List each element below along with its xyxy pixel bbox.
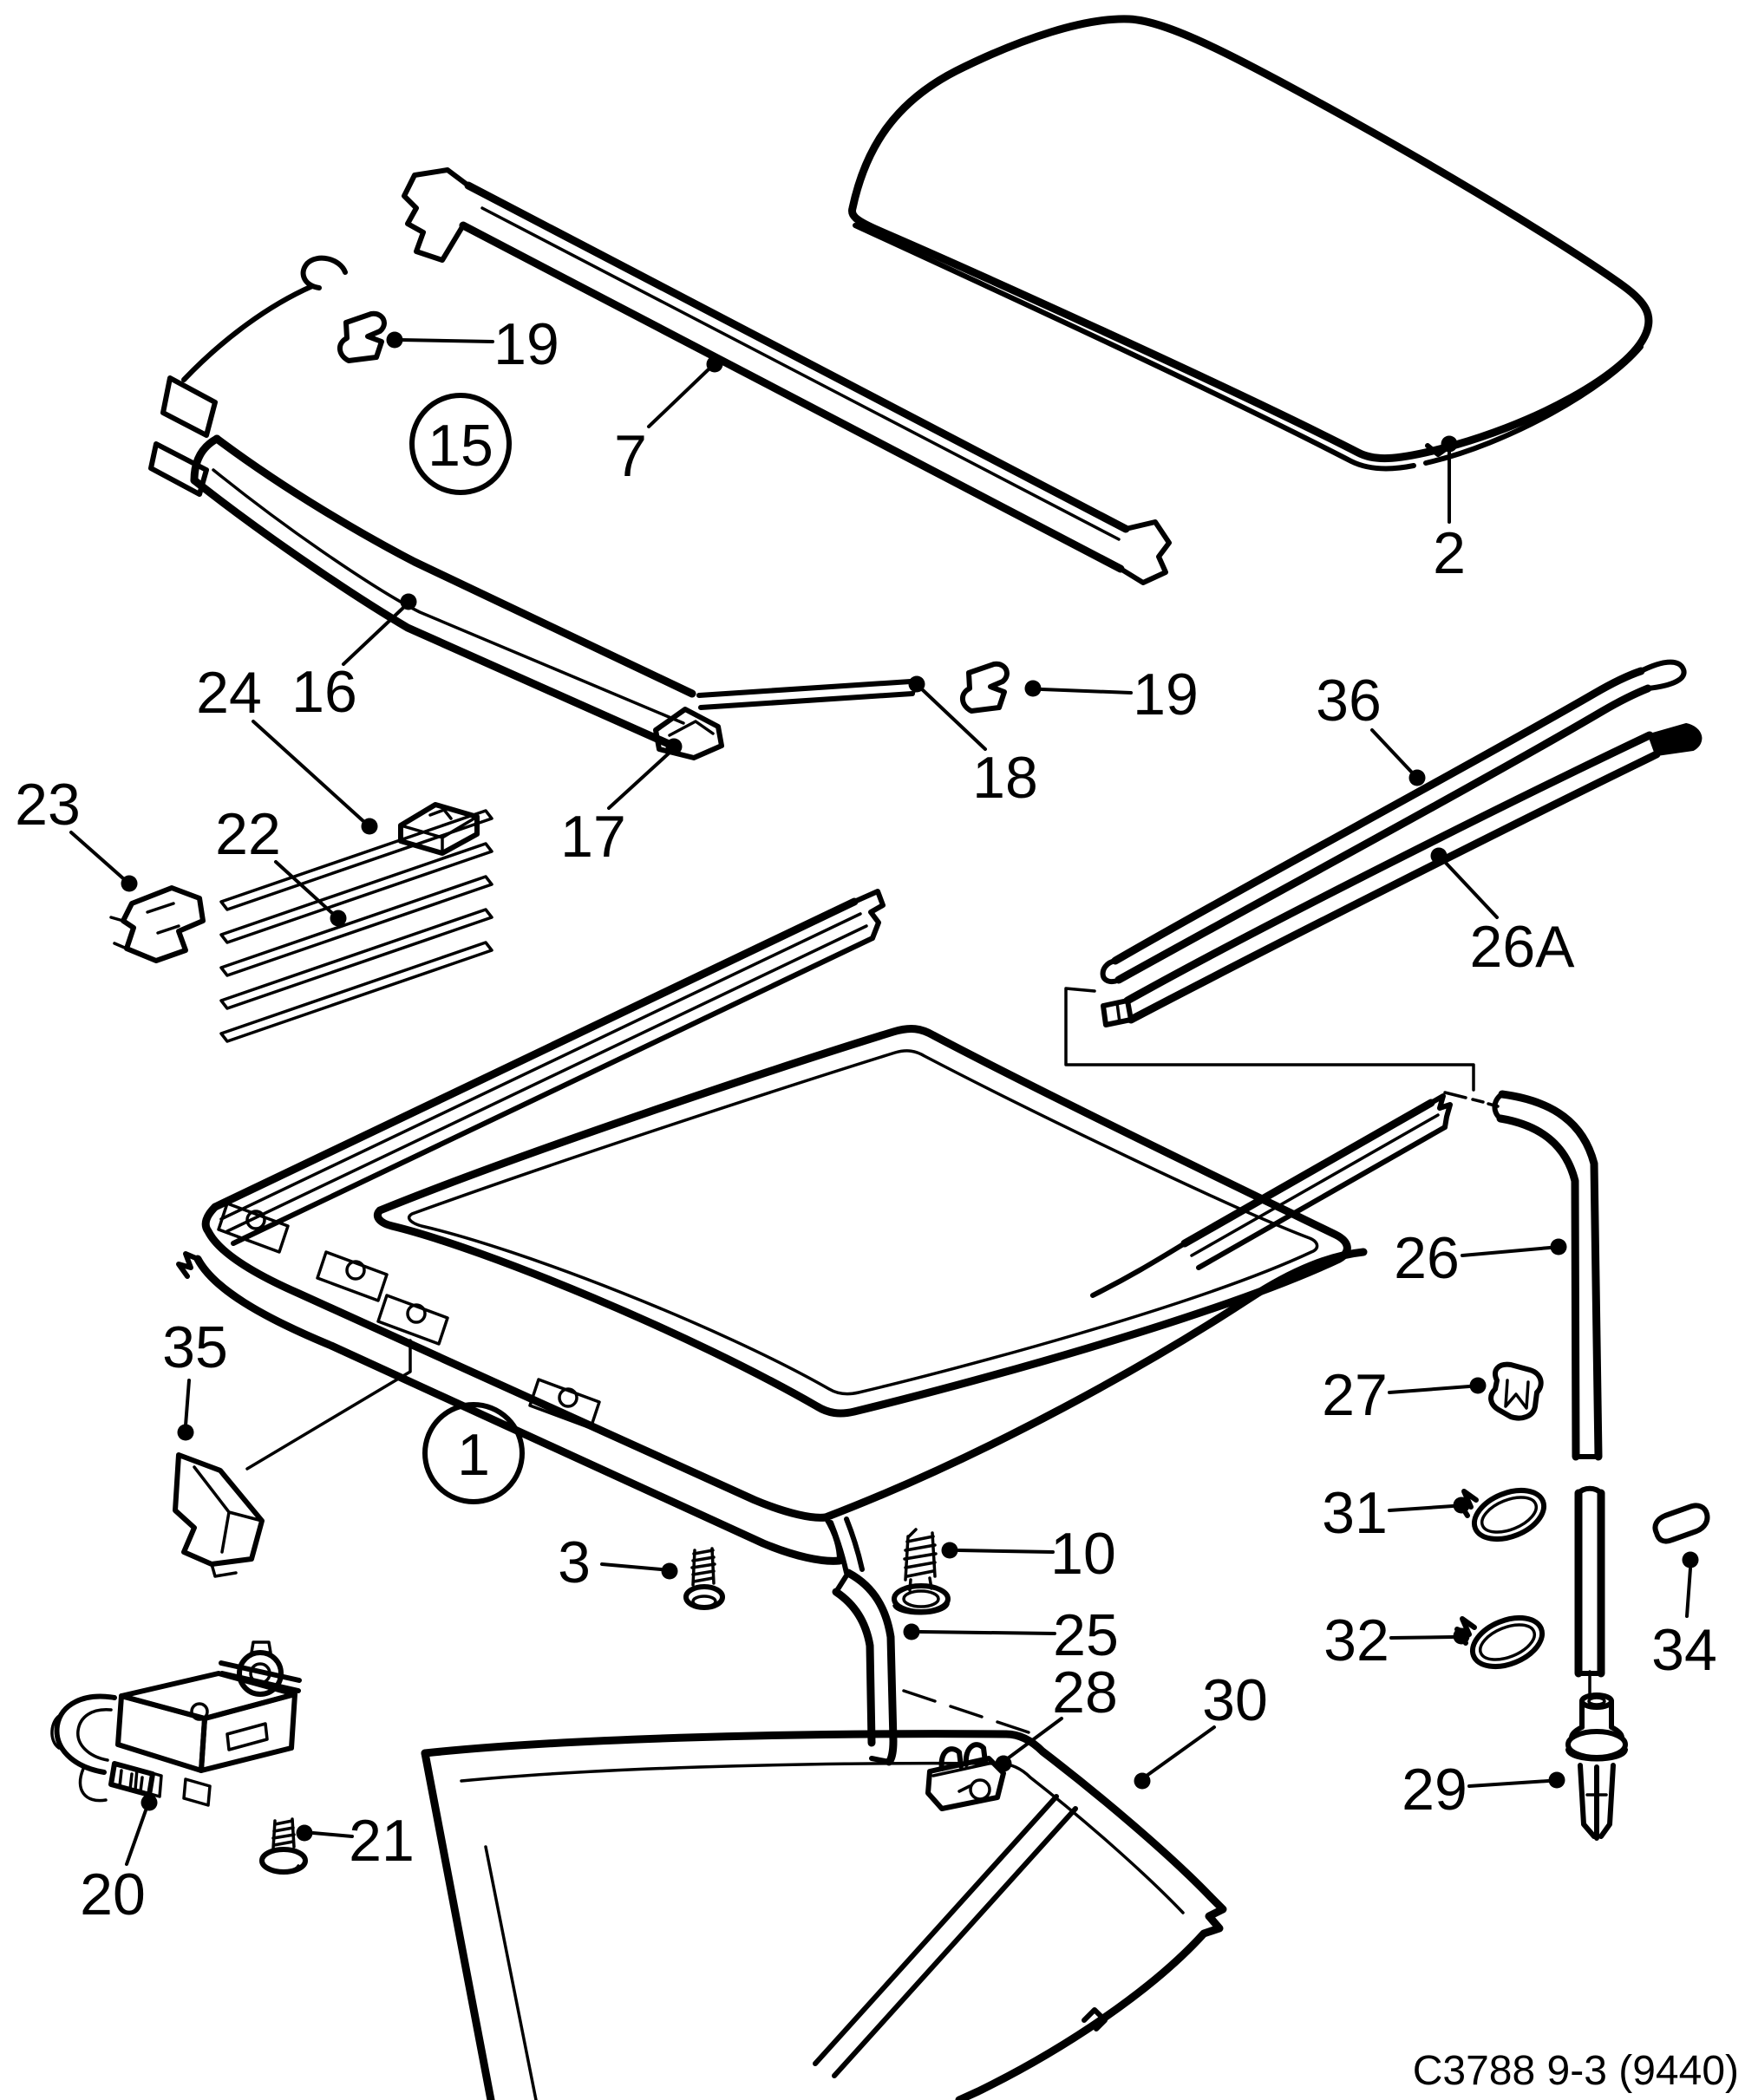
screw-21-drawing — [259, 1817, 308, 1875]
callout-27-label: 27 — [1322, 1362, 1388, 1428]
callout-24: 24 — [196, 660, 378, 835]
callout-26: 26 — [1394, 1225, 1567, 1291]
drain-spout-drawing — [1565, 1670, 1628, 1841]
callout-22-label: 22 — [215, 801, 281, 867]
callout-29-label: 29 — [1402, 1757, 1467, 1823]
callout-30-label: 30 — [1202, 1667, 1268, 1733]
deflector-bracket-drawing — [653, 707, 724, 760]
callout-25-label: 25 — [1053, 1602, 1119, 1668]
callout-20: 20 — [80, 1794, 158, 1927]
callout-24-label: 24 — [196, 660, 262, 726]
callout-31-label: 31 — [1322, 1480, 1388, 1546]
callout-15-label: 15 — [428, 413, 493, 479]
hose-clamp-31-drawing — [1456, 1487, 1547, 1542]
callout-32: 32 — [1323, 1608, 1470, 1673]
callout-19-right: 19 — [1024, 662, 1199, 727]
screw-10-drawing — [892, 1528, 951, 1615]
callout-2: 2 — [1433, 435, 1466, 586]
callout-36: 36 — [1316, 668, 1426, 786]
glass-panel-drawing — [848, 15, 1653, 472]
drain-hose-25-drawing — [832, 1568, 898, 1766]
clip-23-drawing — [109, 885, 206, 963]
callout-19-left: 19 — [386, 311, 559, 377]
callout-1: 1 — [422, 1402, 525, 1504]
callout-31: 31 — [1322, 1480, 1470, 1546]
motor-drawing — [50, 1640, 302, 1807]
callout-30: 30 — [1134, 1667, 1268, 1790]
callout-17-label: 17 — [560, 804, 626, 870]
clip-28-drawing — [925, 1742, 1006, 1811]
callout-7: 7 — [614, 355, 723, 489]
install-reference-lines — [245, 987, 1500, 1471]
callout-2-label: 2 — [1433, 520, 1466, 586]
callout-32-label: 32 — [1323, 1608, 1389, 1673]
seal-strips-drawing — [219, 809, 493, 1043]
callout-18-label: 18 — [972, 745, 1038, 811]
callout-27: 27 — [1322, 1362, 1487, 1428]
front-rail-drawing — [402, 167, 1172, 585]
callout-10-label: 10 — [1050, 1521, 1116, 1587]
callout-21-label: 21 — [349, 1808, 415, 1874]
drawing-number-caption: C3788 9-3 (9440) — [1413, 2048, 1739, 2094]
plug-34-drawing — [1652, 1503, 1710, 1544]
callout-34-label: 34 — [1651, 1617, 1717, 1683]
clip-19-left-drawing — [337, 310, 387, 363]
callout-22: 22 — [215, 801, 347, 927]
callout-18: 18 — [908, 675, 1038, 811]
callout-20-label: 20 — [80, 1862, 146, 1927]
callout-21: 21 — [296, 1808, 415, 1874]
callout-10: 10 — [941, 1521, 1116, 1587]
callout-26A-label: 26A — [1470, 914, 1576, 980]
callout-23: 23 — [15, 772, 138, 892]
clip-27-drawing — [1488, 1361, 1544, 1421]
callout-7-label: 7 — [614, 423, 647, 489]
callout-36-label: 36 — [1316, 668, 1382, 734]
callouts: 19 15 7 2 24 16 23 22 — [15, 311, 1717, 1927]
hose-clamp-32-drawing — [1454, 1614, 1546, 1670]
callout-26A: 26A — [1430, 847, 1576, 980]
callout-26-label: 26 — [1394, 1225, 1460, 1291]
callout-3: 3 — [558, 1529, 678, 1595]
drain-hose-26-drawing — [1492, 1090, 1605, 1678]
callout-35-label: 35 — [162, 1314, 228, 1380]
callout-23-label: 23 — [15, 772, 81, 838]
callout-25: 25 — [903, 1602, 1119, 1668]
drain-channel-rails-drawing — [1100, 659, 1703, 1027]
callout-3-label: 3 — [558, 1529, 591, 1595]
callout-34: 34 — [1651, 1551, 1717, 1683]
callout-16-label: 16 — [291, 659, 357, 725]
callout-16: 16 — [291, 593, 417, 725]
callout-28-label: 28 — [1052, 1660, 1118, 1725]
callout-29: 29 — [1402, 1757, 1565, 1823]
callout-17: 17 — [560, 738, 683, 870]
bracket-35-drawing — [173, 1452, 265, 1578]
sunshade-drawing — [421, 1730, 1227, 2100]
callout-1-label: 1 — [457, 1422, 490, 1488]
callout-19-right-label: 19 — [1133, 662, 1199, 727]
clip-19-right-drawing — [960, 661, 1010, 714]
deflector-rod-drawing — [696, 679, 917, 710]
callout-15: 15 — [409, 393, 512, 495]
callout-19-left-label: 19 — [493, 311, 559, 377]
screw-3-drawing — [683, 1547, 725, 1610]
main-frame-drawing — [176, 889, 1453, 1734]
callout-28: 28 — [995, 1660, 1118, 1772]
callout-35: 35 — [162, 1314, 228, 1441]
